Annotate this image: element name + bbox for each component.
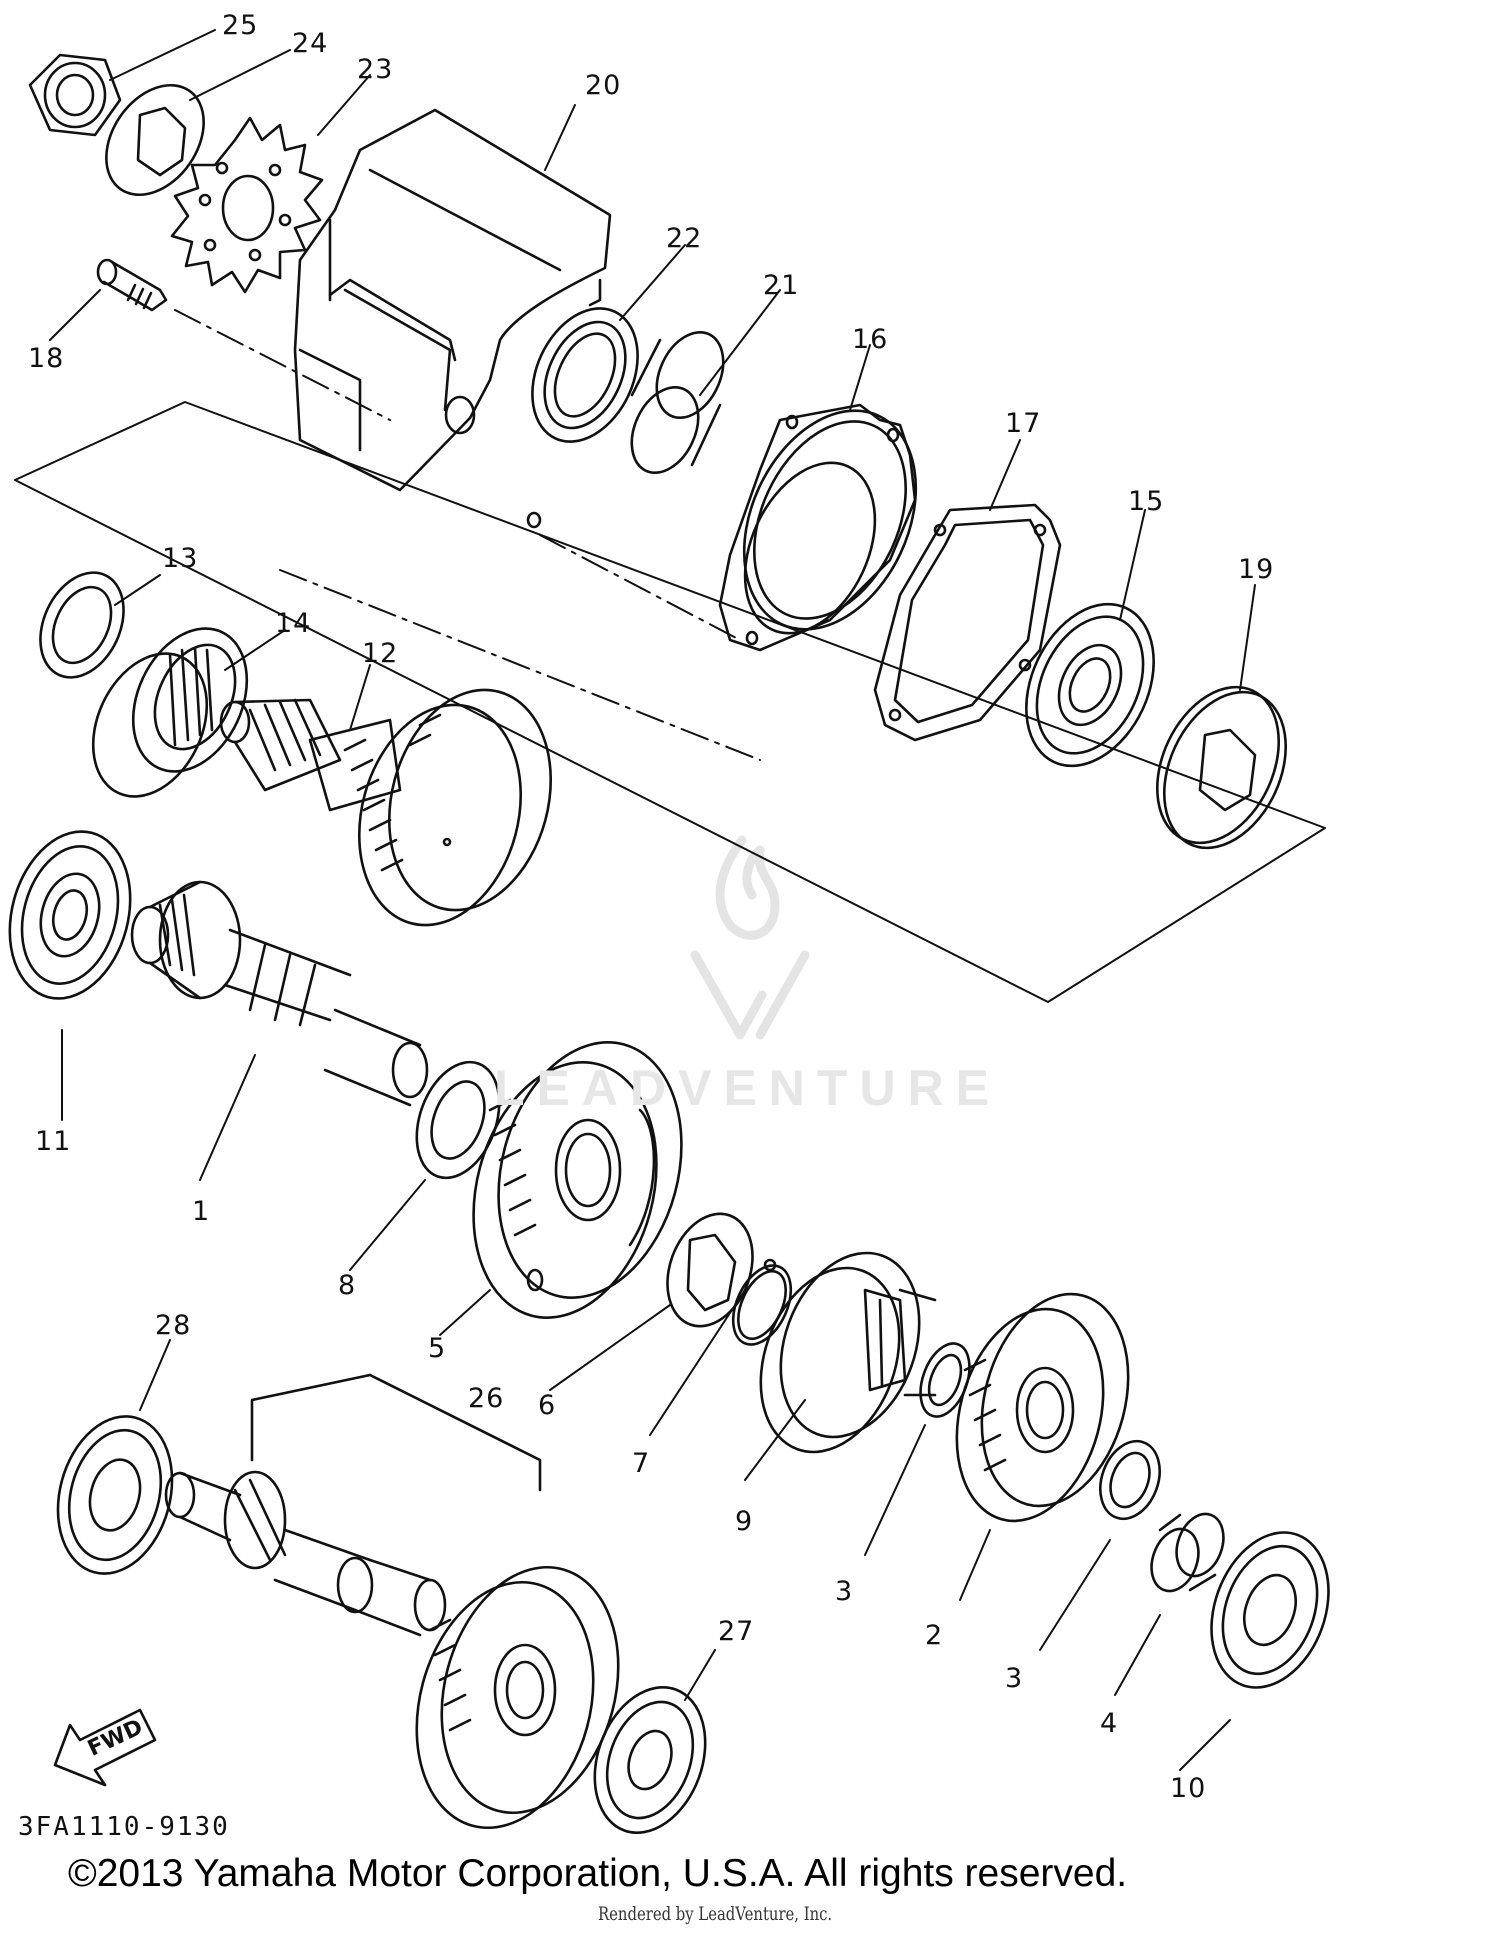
callout-8: 8 [338,1270,357,1301]
assembly-boundary [14,401,1326,1003]
part-17-gasket [873,503,1062,742]
part-15-bearing [1025,602,1155,768]
callout-20: 20 [585,70,622,101]
part-5-drive-gear [472,1041,683,1319]
part-10-bearing [1210,1531,1330,1689]
callout-3b: 3 [1005,1663,1024,1694]
callout-28: 28 [155,1310,192,1341]
callout-22: 22 [666,223,703,254]
callout-19: 19 [1238,554,1275,585]
alignment-lines [174,309,761,761]
part-19-lock-washer [1155,685,1288,850]
part-13-thrust-washer [39,571,125,679]
part-23-drive-sprocket [170,116,324,294]
callout-26: 26 [468,1383,505,1414]
part-11-bearing [8,830,132,1000]
copyright-notice: ©2013 Yamaha Motor Corporation, U.S.A. A… [68,1852,1128,1895]
callout-11: 11 [35,1126,72,1157]
callout-24: 24 [292,28,329,59]
callout-21: 21 [763,270,800,301]
callout-18: 18 [28,343,65,374]
part-2-driven-gear [955,1292,1130,1523]
callout-16: 16 [852,324,889,355]
leader-lines [49,29,1256,1771]
part-14-needle-bearing [91,627,249,798]
callout-10: 10 [1170,1773,1207,1804]
part-20-crankcase-cover [293,108,612,529]
callout-4: 4 [1100,1708,1119,1739]
drawing-code: 3FA1110-9130 [18,1812,230,1842]
watermark-logo-icon [690,835,810,1040]
callout-14: 14 [275,608,312,639]
callout-5: 5 [428,1333,447,1364]
callout-17: 17 [1005,408,1042,439]
part-1-main-shaft [130,880,429,1107]
callout-25: 25 [222,10,259,41]
part-24-lock-washer [105,83,205,197]
part-16-bearing-housing [718,403,918,652]
callout-9: 9 [735,1506,754,1537]
callout-7: 7 [632,1448,651,1479]
part-4-collar [1150,1512,1225,1593]
part-27-bearing [593,1686,707,1834]
part-3-thrust-washer-b [1099,1439,1161,1521]
callout-15: 15 [1128,486,1165,517]
callout-6: 6 [538,1390,557,1421]
watermark-text: LEADVENTURE [494,1060,1002,1116]
callout-3a: 3 [835,1576,854,1607]
part-26-secondary-shaft [164,1373,620,1830]
part-6-lock-washer [666,1212,754,1328]
callout-13: 13 [162,543,199,574]
fwd-arrow-icon [53,1708,157,1787]
callout-1: 1 [192,1196,211,1227]
part-12-gear-shaft [219,688,553,927]
callout-23: 23 [357,54,394,85]
part-25-nut [28,53,122,137]
callout-12: 12 [362,638,399,669]
part-18-bolt [96,258,168,312]
part-21-collar [630,330,725,475]
callout-27: 27 [718,1616,755,1647]
part-22-oil-seal [531,307,639,443]
rendered-by-notice: Rendered by LeadVenture, Inc. [598,1903,833,1925]
callout-2: 2 [925,1620,944,1651]
